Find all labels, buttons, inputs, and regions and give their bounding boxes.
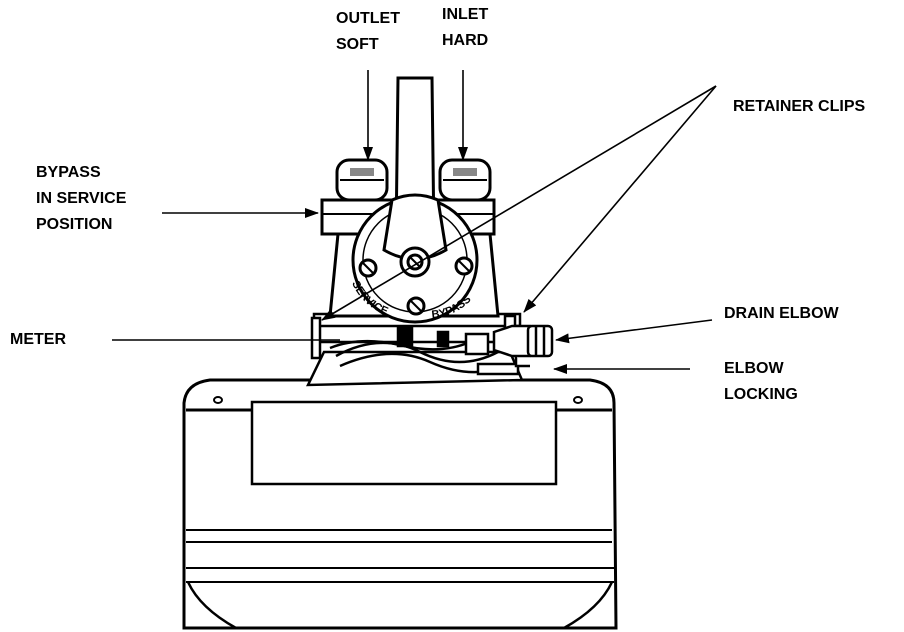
retainer-clip-arrow-left (321, 85, 717, 321)
retainer-clips-label: RETAINER CLIPS (733, 98, 866, 115)
controller-housing (182, 378, 618, 630)
meter-label: METER (10, 331, 66, 348)
leader-lines (112, 70, 717, 374)
retainer-clip-arrow-right (523, 85, 717, 313)
drain-elbow (492, 324, 554, 368)
drain-elbow-arrow (555, 319, 713, 344)
meter-assembly (305, 312, 524, 387)
bypass-in-service-label: BYPASS IN SERVICE POSITION (36, 164, 127, 233)
inlet-hard-label: INLET HARD (442, 6, 489, 49)
elbow-locking-label: ELBOW LOCKING (724, 360, 798, 403)
bypass-valve (320, 76, 500, 324)
outlet-soft-label: OUTLET SOFT (336, 10, 400, 53)
drain-elbow-label: DRAIN ELBOW (724, 305, 839, 322)
